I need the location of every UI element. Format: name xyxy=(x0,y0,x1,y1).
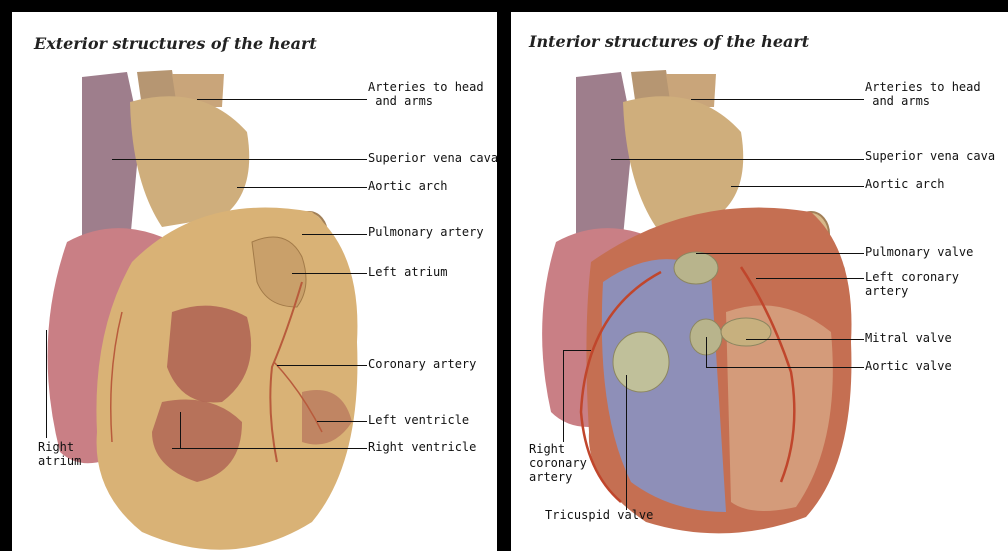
label-superior-vena-cava: Superior vena cava xyxy=(865,149,995,163)
label-mitral-valve: Mitral valve xyxy=(865,331,952,345)
label-tricuspid-valve: Tricuspid valve xyxy=(545,508,653,522)
interior-panel: Interior structures of the heart xyxy=(511,12,1008,551)
label-pulmonary-valve: Pulmonary valve xyxy=(865,245,973,259)
label-right-coronary-artery: Right coronary artery xyxy=(529,442,587,484)
pulmonary-valve-shape xyxy=(674,252,718,284)
label-aortic-valve: Aortic valve xyxy=(865,359,952,373)
exterior-panel: Exterior structures of the heart xyxy=(12,12,497,551)
label-left-ventricle: Left ventricle xyxy=(368,413,469,427)
label-aortic-arch: Aortic arch xyxy=(865,177,944,191)
label-left-atrium: Left atrium xyxy=(368,265,447,279)
aortic-arch-shape xyxy=(130,96,249,227)
superior-vena-cava-shape xyxy=(576,72,633,242)
tricuspid-valve-shape xyxy=(613,332,669,392)
label-right-atrium: Right atrium xyxy=(38,440,81,468)
label-aortic-arch: Aortic arch xyxy=(368,179,447,193)
label-superior-vena-cava: Superior vena cava xyxy=(368,151,497,165)
label-right-ventricle: Right ventricle xyxy=(368,440,476,454)
label-arteries-head-arms: Arteries to head and arms xyxy=(865,80,981,108)
label-pulmonary-artery: Pulmonary artery xyxy=(368,225,484,239)
label-left-coronary-artery: Left coronary artery xyxy=(865,270,959,298)
label-coronary-artery: Coronary artery xyxy=(368,357,476,371)
label-arteries-head-arms: Arteries to head and arms xyxy=(368,80,484,108)
aortic-arch-shape xyxy=(623,96,743,227)
mitral-valve-shape xyxy=(721,318,771,346)
